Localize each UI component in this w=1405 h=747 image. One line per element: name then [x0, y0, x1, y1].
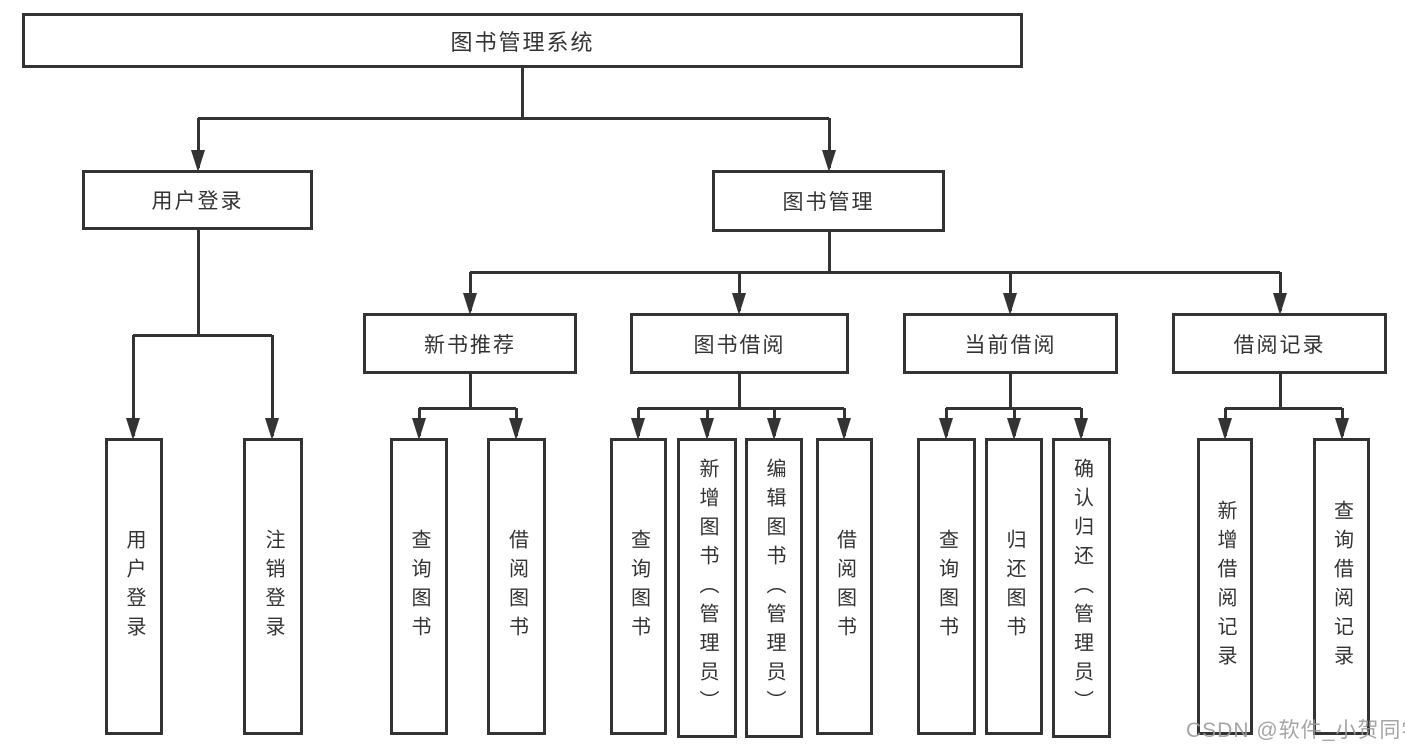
connector-line [196, 230, 200, 335]
connector-line [198, 116, 829, 120]
arrow-down-icon [1003, 293, 1017, 315]
connector-line [737, 374, 741, 408]
arrow-down-icon [1007, 418, 1021, 440]
arrow-down-icon [732, 293, 746, 315]
connector-line [520, 68, 524, 118]
arrow-down-icon [822, 150, 836, 172]
node-leaf-add-books-admin: 新增图书（管理员） [677, 438, 737, 738]
node-leaf-user-login: 用户登录 [105, 438, 163, 735]
connector-line [1008, 374, 1012, 408]
arrow-down-icon [1273, 293, 1287, 315]
arrow-down-icon [939, 418, 953, 440]
arrow-down-icon [126, 418, 140, 440]
connector-line [133, 333, 272, 337]
connector-line [946, 406, 1081, 410]
node-book-borrowing: 图书借阅 [630, 313, 849, 374]
connector-line [468, 272, 472, 311]
node-leaf-add-borrow-record: 新增借阅记录 [1197, 438, 1253, 735]
connector-line [1278, 374, 1282, 408]
arrow-down-icon [631, 418, 645, 440]
connector-line [827, 118, 831, 168]
connector-line [470, 270, 1280, 274]
connector-line [419, 406, 516, 410]
arrow-down-icon [1074, 418, 1088, 440]
arrow-down-icon [700, 418, 714, 440]
arrow-down-icon [837, 418, 851, 440]
node-root: 图书管理系统 [22, 13, 1023, 68]
connector-line [1225, 406, 1342, 410]
node-book-management: 图书管理 [712, 170, 945, 232]
connector-line [638, 406, 844, 410]
arrow-down-icon [463, 293, 477, 315]
node-leaf-borrow-books-1: 借阅图书 [487, 438, 546, 735]
arrow-down-icon [412, 418, 426, 440]
arrow-down-icon [265, 418, 279, 440]
node-leaf-query-books-3: 查询图书 [917, 438, 976, 735]
node-leaf-query-books-2: 查询图书 [610, 438, 667, 735]
node-leaf-borrow-books-2: 借阅图书 [816, 438, 873, 735]
node-user-login: 用户登录 [82, 170, 313, 230]
node-new-book-recommend: 新书推荐 [363, 313, 577, 374]
node-borrowing-records: 借阅记录 [1172, 313, 1387, 374]
connector-line [131, 335, 135, 436]
arrow-down-icon [767, 418, 781, 440]
connector-line [1278, 272, 1282, 311]
csdn-watermark: CSDN @软件_小贺同学 [1186, 719, 1405, 742]
arrow-down-icon [1335, 418, 1349, 440]
node-leaf-confirm-return-admin: 确认归还（管理员） [1052, 438, 1111, 738]
node-leaf-edit-books-admin: 编辑图书（管理员） [745, 438, 803, 738]
node-leaf-logout-login: 注销登录 [243, 438, 303, 735]
arrow-down-icon [509, 418, 523, 440]
connector-line [270, 335, 274, 436]
node-current-borrowing: 当前借阅 [903, 313, 1118, 374]
node-leaf-query-books-1: 查询图书 [390, 438, 448, 735]
node-leaf-return-books: 归还图书 [985, 438, 1043, 735]
connector-line [468, 374, 472, 408]
connector-line [827, 232, 831, 272]
connector-line [737, 272, 741, 311]
connector-line [196, 118, 200, 168]
node-leaf-query-borrow-record: 查询借阅记录 [1313, 438, 1370, 735]
arrow-down-icon [1218, 418, 1232, 440]
arrow-down-icon [191, 150, 205, 172]
connector-line [1008, 272, 1012, 311]
